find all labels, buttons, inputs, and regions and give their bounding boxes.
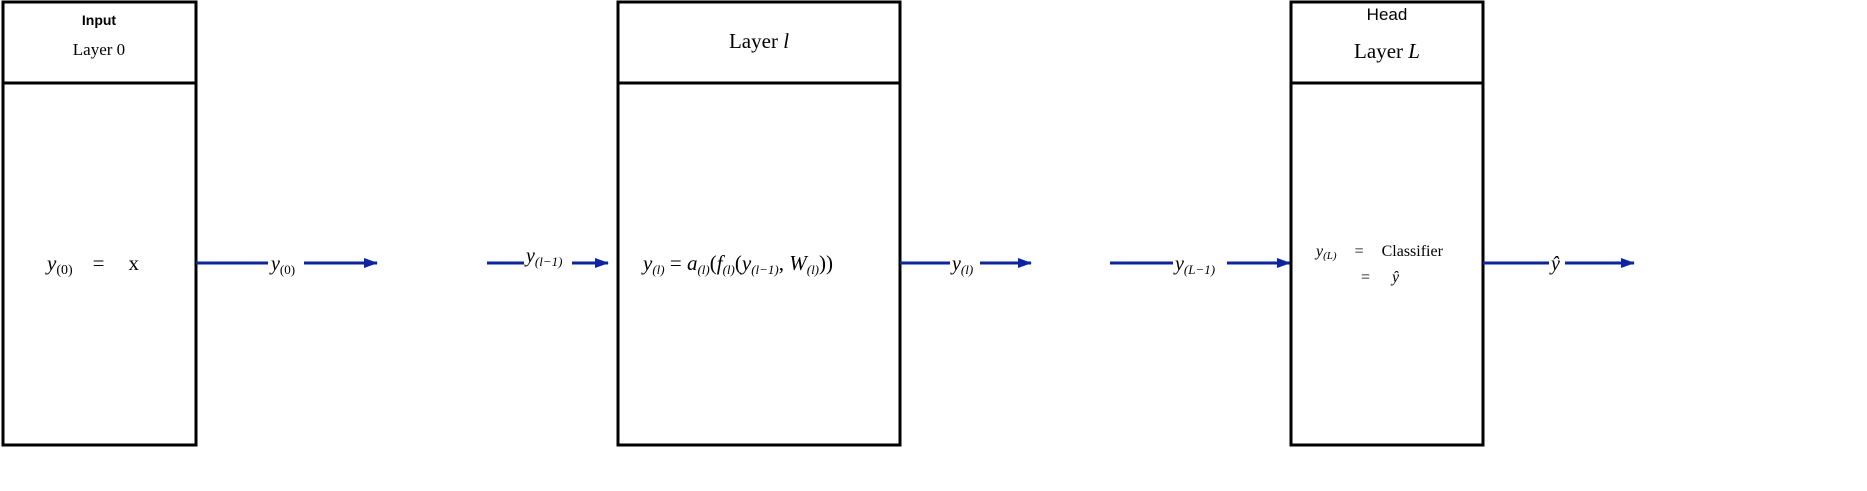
head-layer-title: Layer L (1354, 39, 1420, 63)
input-output-label: y(0) (269, 253, 295, 277)
head-tag: Head (1367, 5, 1408, 24)
input-equation: y(0)=x (45, 251, 140, 278)
input-layer-block: Input Layer 0 y(0)=x (1, 0, 198, 447)
head-layer-block: Head Layer L y(L)=Classifier = ŷ (1289, 0, 1485, 447)
middle-output-label: y(l) (950, 253, 973, 277)
head-output-label: ŷ (1549, 253, 1560, 275)
head-equation-line2-op: = (1361, 269, 1370, 286)
input-tag: Input (82, 12, 117, 28)
head-layer-body-box (1289, 81, 1485, 447)
head-equation-line2-value: ŷ (1390, 269, 1400, 286)
middle-equation: y(l) = a(l)(f(l)(y(l−1), W(l))) (641, 251, 833, 277)
head-equation-line1: y(L)=Classifier (1314, 243, 1444, 262)
middle-layer-block: Layer l y(l) = a(l)(f(l)(y(l−1), W(l))) (616, 0, 902, 447)
input-layer-title: Layer 0 (73, 40, 125, 59)
head-input-label: y(L−1) (1173, 253, 1215, 277)
middle-input-label: y(l−1) (524, 245, 562, 269)
middle-layer-title: Layer l (729, 29, 789, 53)
